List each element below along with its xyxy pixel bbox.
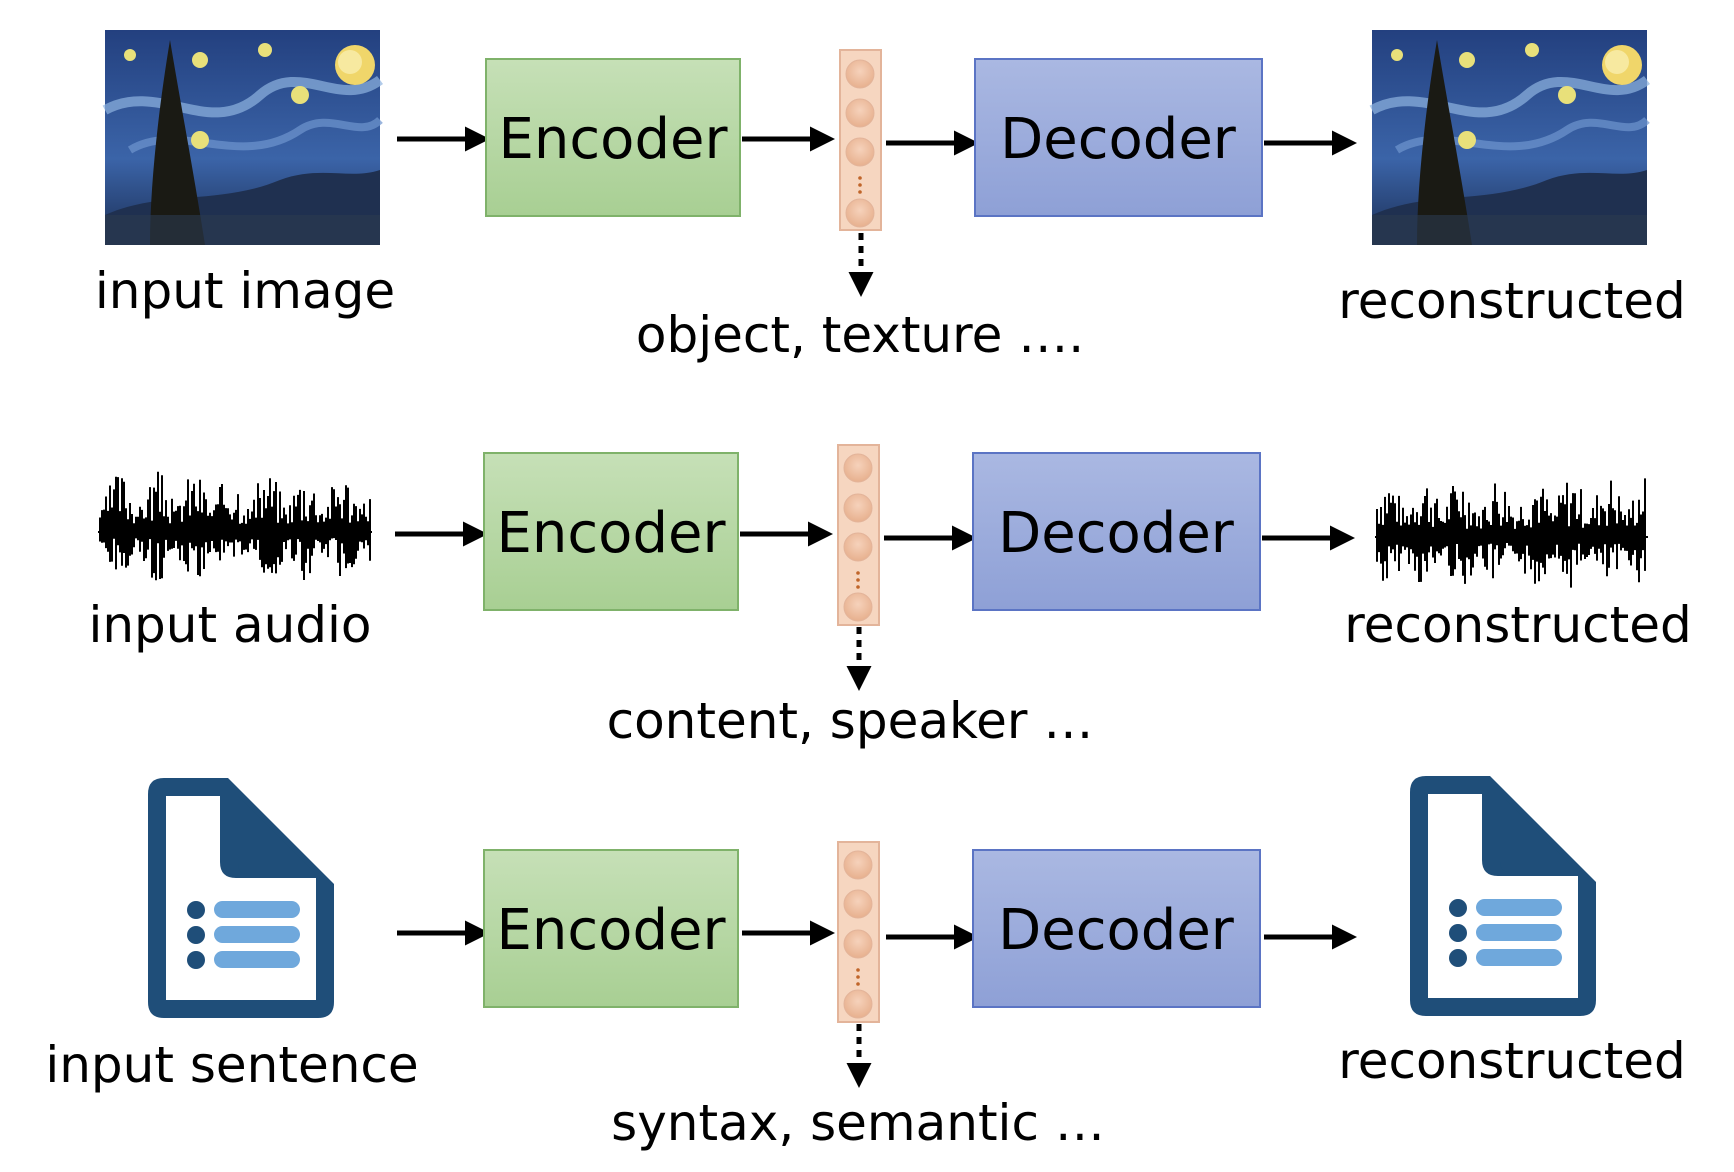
encoder-label: Encoder <box>499 107 729 172</box>
latent-node <box>843 989 873 1019</box>
input-image-painting <box>102 30 383 245</box>
output-label: reconstructed <box>1344 596 1692 654</box>
latent-node <box>843 532 873 562</box>
output-audio-waveform <box>1375 478 1648 588</box>
latent-node <box>843 493 873 523</box>
encoder-box: Encoder <box>483 849 739 1008</box>
row-image: input image Encoder object, texture …. D… <box>95 30 1686 364</box>
output-label: reconstructed <box>1338 272 1686 330</box>
latent-label: object, texture …. <box>636 306 1084 364</box>
latent-node <box>843 592 873 622</box>
decoder-box: Decoder <box>972 849 1261 1008</box>
row-audio: input audio Encoder content, speaker … D… <box>88 444 1692 750</box>
latent-node <box>845 59 875 89</box>
latent-node <box>845 98 875 128</box>
input-audio-waveform <box>98 471 372 581</box>
latent-label: content, speaker … <box>607 692 1094 750</box>
encoder-box: Encoder <box>485 58 741 217</box>
row-sentence: input sentence Encoder syntax, semantic … <box>45 776 1686 1152</box>
encoder-label: Encoder <box>497 501 727 566</box>
latent-label: syntax, semantic … <box>611 1094 1105 1152</box>
decoder-box: Decoder <box>974 58 1263 217</box>
latent-vector <box>839 49 882 231</box>
latent-node <box>843 889 873 919</box>
decoder-label: Decoder <box>998 501 1235 566</box>
latent-vector <box>837 841 880 1023</box>
decoder-label: Decoder <box>998 898 1235 963</box>
input-label: input sentence <box>45 1036 418 1094</box>
output-document-icon <box>1410 776 1596 1016</box>
encoder-box: Encoder <box>483 452 739 611</box>
latent-node <box>845 137 875 167</box>
decoder-box: Decoder <box>972 452 1261 611</box>
latent-node <box>843 453 873 483</box>
input-label: input audio <box>88 596 371 654</box>
latent-node <box>845 198 875 228</box>
input-document-icon <box>148 778 334 1018</box>
encoder-label: Encoder <box>497 898 727 963</box>
input-label: input image <box>95 262 395 320</box>
decoder-label: Decoder <box>1000 107 1237 172</box>
output-image-painting <box>1369 30 1650 245</box>
latent-node <box>843 850 873 880</box>
output-label: reconstructed <box>1338 1032 1686 1090</box>
latent-node <box>843 929 873 959</box>
latent-vector <box>837 444 880 626</box>
